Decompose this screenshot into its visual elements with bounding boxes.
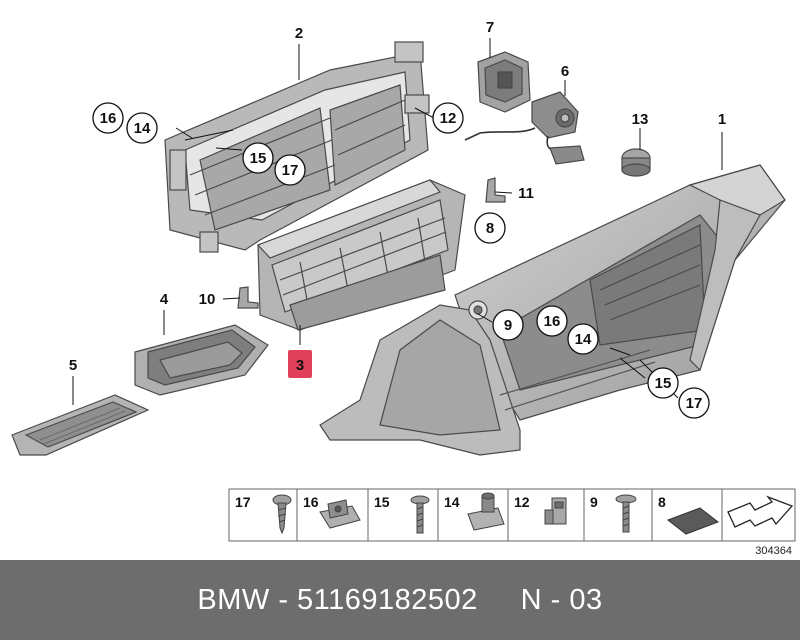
svg-text:16: 16 — [303, 494, 319, 510]
svg-text:8: 8 — [658, 494, 666, 510]
callout-15-top: 15 — [242, 142, 274, 174]
pad-icon — [666, 507, 720, 535]
svg-text:7: 7 — [486, 19, 494, 36]
arrow-icon — [727, 495, 794, 528]
screw-icon — [410, 495, 430, 534]
highlight-badge — [288, 350, 312, 378]
part-1-center-console — [319, 164, 786, 456]
svg-text:1: 1 — [718, 111, 726, 128]
callout-1: 1 — [718, 111, 726, 128]
callout-10: 10 — [199, 291, 216, 308]
callout-13: 13 — [632, 111, 649, 128]
svg-text:17: 17 — [686, 395, 703, 412]
part-13-plug — [621, 148, 651, 177]
callout-3-highlighted: 3 — [288, 350, 312, 378]
svg-text:12: 12 — [514, 494, 530, 510]
footer-page: N - 03 — [520, 583, 603, 616]
footer-brand: BMW — [197, 583, 270, 616]
svg-text:15: 15 — [374, 494, 390, 510]
callout-4: 4 — [160, 291, 169, 308]
svg-text:16: 16 — [100, 110, 117, 127]
footer-bar: BMW - 51169182502 N - 03 — [0, 560, 800, 640]
svg-text:14: 14 — [134, 120, 151, 137]
part-3-storage-module — [256, 179, 466, 331]
svg-text:4: 4 — [160, 291, 169, 308]
callout-12: 12 — [432, 102, 464, 134]
svg-text:3: 3 — [296, 357, 304, 374]
svg-text:6: 6 — [561, 63, 569, 80]
callout-7: 7 — [486, 19, 494, 36]
orientation-arrow — [727, 495, 794, 528]
legend-item-16: 16 — [303, 494, 361, 529]
callout-14-bottom: 14 — [567, 323, 599, 355]
callout-5: 5 — [69, 357, 77, 374]
diagram-id: 304364 — [755, 545, 792, 557]
callout-6: 6 — [561, 63, 569, 80]
part-5-mat — [11, 394, 150, 456]
callout-16-bottom: 16 — [536, 305, 568, 337]
svg-text:9: 9 — [590, 494, 598, 510]
svg-text:17: 17 — [282, 162, 299, 179]
svg-text:16: 16 — [544, 313, 561, 330]
svg-text:11: 11 — [518, 185, 534, 202]
svg-text:14: 14 — [444, 494, 460, 510]
screw-icon — [272, 494, 292, 535]
legend-item-8: 8 — [658, 494, 720, 535]
svg-text:12: 12 — [440, 110, 457, 127]
svg-text:15: 15 — [250, 150, 267, 167]
svg-text:17: 17 — [235, 494, 251, 510]
callout-9: 9 — [492, 309, 524, 341]
callout-8: 8 — [474, 212, 506, 244]
svg-text:8: 8 — [486, 220, 494, 237]
part-11-clip — [485, 177, 506, 203]
svg-text:14: 14 — [575, 331, 592, 348]
legend-item-12: 12 — [514, 494, 567, 525]
svg-text:9: 9 — [504, 317, 512, 334]
footer-gap — [478, 584, 521, 617]
legend-item-9: 9 — [590, 494, 637, 533]
hardware-legend: 17 16 15 — [228, 488, 796, 542]
svg-text:10: 10 — [199, 291, 216, 308]
svg-text:2: 2 — [295, 25, 303, 42]
svg-text:5: 5 — [69, 357, 77, 374]
callout-14-top: 14 — [126, 112, 158, 144]
callout-16-top: 16 — [92, 102, 124, 134]
part-4-tray — [134, 324, 269, 396]
callout-17-top: 17 — [274, 154, 306, 186]
callout-15-bottom: 15 — [647, 367, 679, 399]
part-7-switch-housing — [477, 51, 531, 113]
bracket-clip-icon — [544, 497, 567, 525]
part-2-frame — [164, 41, 430, 253]
callout-17-bottom: 17 — [678, 387, 710, 419]
legend-item-14: 14 — [444, 492, 505, 531]
nut-clip-icon — [467, 492, 505, 531]
legend-item-15: 15 — [374, 494, 430, 534]
callout-11: 11 — [518, 185, 534, 202]
footer-separator: - — [269, 583, 298, 616]
part-10-clip — [237, 286, 259, 309]
parts-diagram: 2 7 6 13 1 16 14 15 17 12 11 8 10 4 5 3 … — [11, 19, 796, 557]
footer-part-number: 51169182502 — [297, 583, 478, 616]
svg-text:15: 15 — [655, 375, 672, 392]
part-6-socket-cable — [464, 91, 585, 165]
screw-icon — [615, 494, 637, 533]
svg-text:13: 13 — [632, 111, 649, 128]
clip-nut-icon — [319, 499, 361, 529]
legend-item-17: 17 — [235, 494, 292, 535]
callout-2: 2 — [295, 25, 303, 42]
